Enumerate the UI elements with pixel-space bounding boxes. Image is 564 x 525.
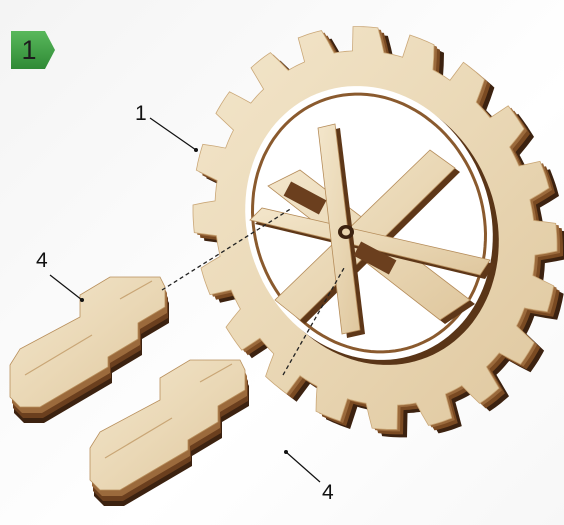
gear-part bbox=[193, 27, 564, 438]
leader-line-key-top bbox=[50, 275, 82, 300]
leader-dot-gear bbox=[194, 148, 198, 152]
key-part-top bbox=[10, 277, 169, 423]
leader-line-key-bottom bbox=[286, 452, 320, 482]
callout-gear: 1 bbox=[135, 103, 147, 124]
callout-key-bottom: 4 bbox=[322, 482, 334, 503]
leader-dot-key-bottom bbox=[284, 450, 288, 454]
leader-line-gear bbox=[150, 118, 196, 150]
callout-key-top: 4 bbox=[36, 250, 48, 271]
key-part-bottom bbox=[90, 360, 249, 506]
leader-dot-key-top bbox=[80, 298, 84, 302]
